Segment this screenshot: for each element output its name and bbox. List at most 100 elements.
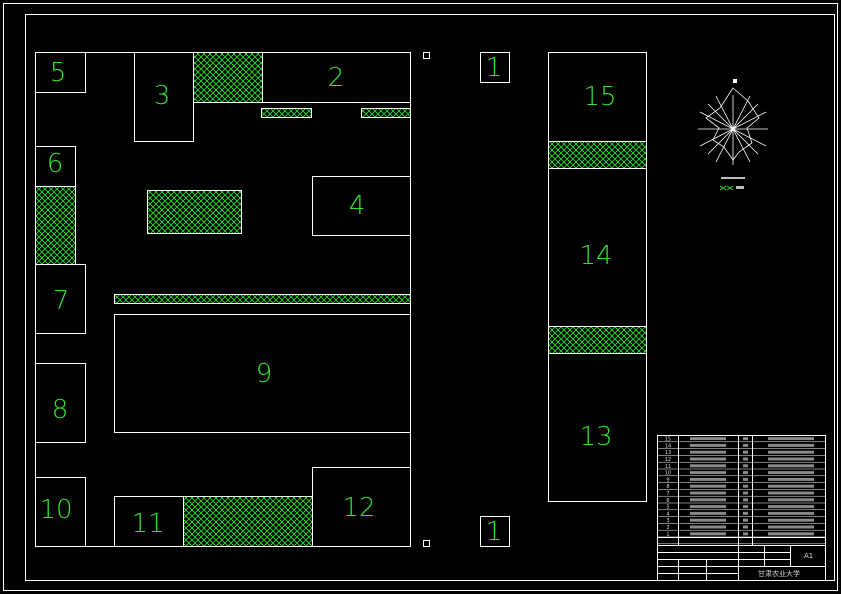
parts-list-cell-text	[768, 477, 814, 481]
building-12	[312, 467, 411, 547]
parts-list-cell-text	[690, 437, 726, 441]
parts-list-cell-text	[690, 491, 726, 495]
green-strip-long	[114, 294, 411, 304]
label-3: 3	[154, 81, 171, 111]
parts-list-cell-text	[743, 518, 748, 522]
parts-list-cell-text	[690, 471, 726, 475]
green-area-bottom	[183, 496, 313, 547]
parts-list-cell-text	[690, 525, 726, 529]
parts-list-cell-text	[743, 464, 748, 468]
parts-list-cell-text	[690, 498, 726, 502]
parts-list-cell-text	[743, 457, 748, 461]
green-area-left	[35, 186, 76, 265]
green-band-upper	[548, 141, 647, 169]
parts-list-cell-text	[743, 505, 748, 509]
parts-list-cell-text	[690, 532, 726, 536]
label-4: 4	[349, 191, 366, 221]
building-8	[35, 363, 86, 443]
university-name: 甘肃农业大学	[758, 569, 800, 578]
parts-list-cell-text	[743, 511, 748, 515]
inner-border	[25, 14, 835, 581]
label-15: 15	[583, 82, 616, 112]
wind-rose-north-mark	[733, 79, 737, 83]
parts-list-cell-text	[768, 532, 814, 536]
building-2	[262, 52, 411, 103]
parts-list-number: 8	[666, 484, 669, 490]
building-9	[114, 314, 411, 433]
parts-list-cell-text	[743, 532, 748, 536]
label-7: 7	[53, 286, 70, 316]
parts-list-cell-text	[743, 491, 748, 495]
parts-list-cell-text	[768, 457, 814, 461]
wind-rose-caption	[721, 177, 745, 179]
parts-list-number: 2	[666, 525, 669, 531]
parts-list-number: 13	[665, 450, 671, 456]
parts-list-cell-text	[743, 437, 748, 441]
parts-list-cell-text	[768, 443, 814, 447]
building-4	[312, 176, 411, 236]
parts-list-cell-text	[743, 471, 748, 475]
parts-list-number: 10	[665, 471, 671, 477]
label-9: 9	[256, 359, 273, 389]
parts-list-number: 7	[666, 491, 669, 497]
gate-1-top	[480, 52, 510, 83]
parts-list-cell-text	[690, 477, 726, 481]
corner-marker-bottom	[423, 540, 430, 547]
parts-list-cell-text	[743, 525, 748, 529]
corner-marker-top	[423, 52, 430, 59]
label-2: 2	[328, 63, 345, 93]
parts-list-cell-text	[690, 518, 726, 522]
label-13: 13	[579, 422, 612, 452]
building-7	[35, 264, 86, 334]
parts-list-cell-text	[690, 484, 726, 488]
parts-list-cell-text	[768, 491, 814, 495]
parts-list-cell-text	[768, 464, 814, 468]
parts-list-number: 11	[665, 464, 671, 470]
label-5: 5	[50, 58, 67, 88]
parts-list-cell-text	[743, 450, 748, 454]
outer-border	[3, 3, 838, 591]
green-area-top	[193, 52, 263, 103]
parts-list-cell-text	[690, 457, 726, 461]
label-14: 14	[579, 241, 612, 271]
parts-list-cell-text	[743, 477, 748, 481]
parts-list-number: 6	[666, 498, 669, 504]
building-10	[35, 477, 86, 547]
legend-green-swatch	[719, 185, 734, 191]
parts-list-cell-text	[768, 505, 814, 509]
parts-list-number: 4	[666, 511, 669, 517]
label-8: 8	[52, 395, 69, 425]
parts-list-cell-text	[768, 511, 814, 515]
parts-list-cell-text	[743, 443, 748, 447]
sheet-size: A1	[804, 552, 813, 560]
green-area-center	[147, 190, 242, 234]
parts-list-number: 3	[666, 518, 669, 524]
parts-list-number: 15	[665, 437, 671, 443]
parts-list-number: 12	[665, 457, 671, 463]
gate-1-bottom	[480, 516, 510, 547]
parts-list-cell-text	[768, 518, 814, 522]
parts-list-cell-text	[768, 471, 814, 475]
label-12: 12	[342, 493, 375, 523]
parts-list-cell-text	[768, 525, 814, 529]
parts-list-cell-text	[743, 484, 748, 488]
parts-list-number: 14	[665, 443, 671, 449]
parts-list-cell-text	[690, 511, 726, 515]
parts-list-cell-text	[743, 498, 748, 502]
green-band-lower	[548, 326, 647, 354]
parts-list-number: 1	[666, 532, 669, 538]
green-strip-b	[361, 108, 411, 118]
label-1-top: 1	[486, 53, 503, 83]
parts-list-cell-text	[690, 443, 726, 447]
label-10: 10	[39, 495, 72, 525]
green-strip-a	[261, 108, 312, 118]
parts-list-number: 9	[666, 477, 669, 483]
parts-list-cell-text	[768, 498, 814, 502]
label-6: 6	[47, 149, 64, 179]
legend-green-caption	[736, 186, 744, 189]
parts-list-cell-text	[690, 464, 726, 468]
label-1-bottom: 1	[486, 517, 503, 547]
building-13	[548, 353, 647, 502]
